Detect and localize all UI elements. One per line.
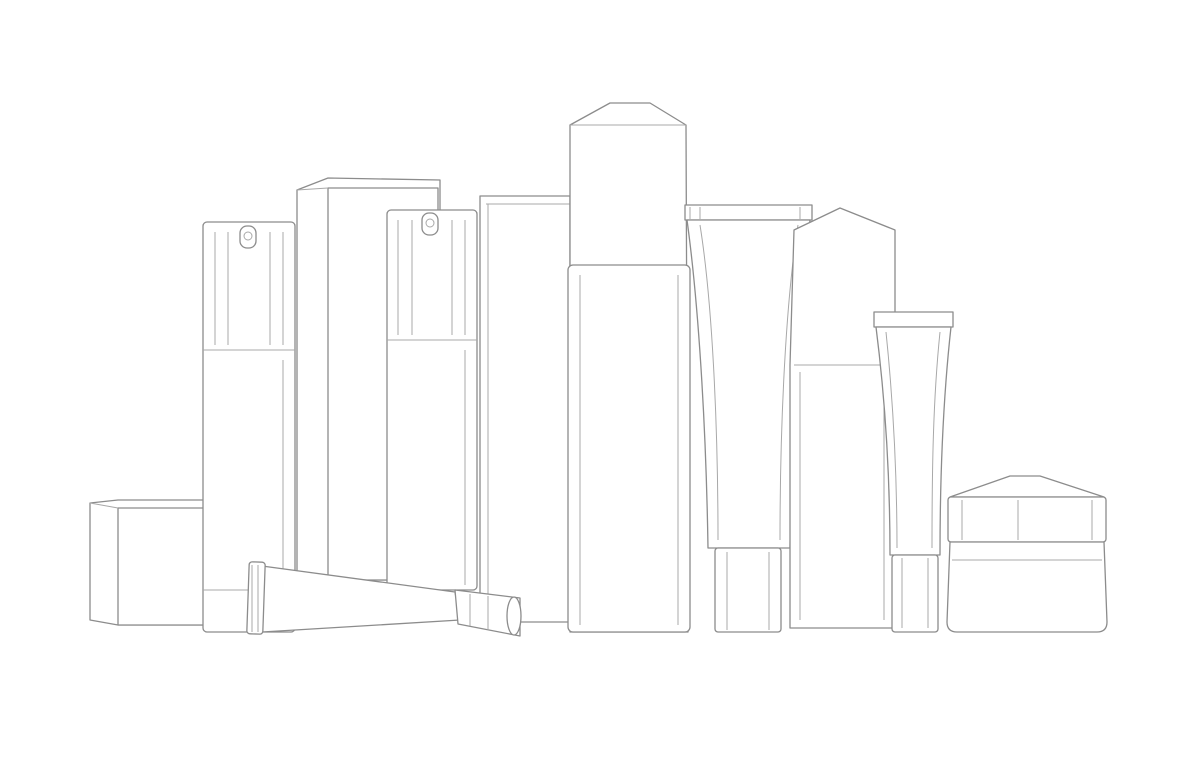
tall-bottle-center (567, 102, 691, 633)
tall-box-middle (479, 195, 571, 623)
tall-bottle-right (789, 207, 896, 629)
small-tube (873, 311, 954, 633)
small-box (89, 499, 206, 626)
pump-bottle-left (202, 221, 296, 633)
cream-jar (946, 475, 1108, 633)
pump-bottle-middle (386, 209, 478, 591)
pump-nozzle-icon (239, 225, 257, 249)
lying-tube (246, 561, 522, 637)
pump-nozzle-icon (421, 212, 439, 236)
